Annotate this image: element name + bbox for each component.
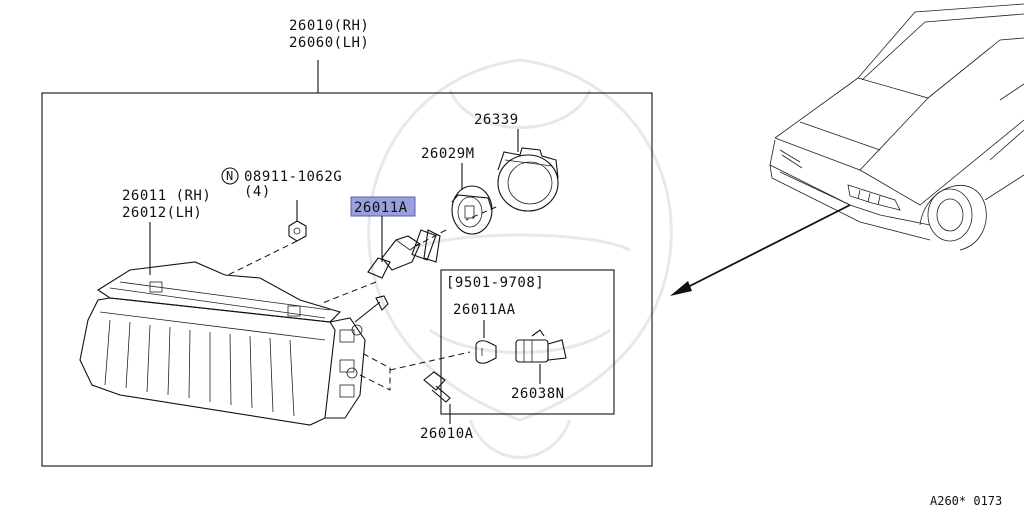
lens-ribs [104,319,295,417]
callout-assembly-rh[interactable]: 26010(RH) [289,18,369,34]
callout-assembly-lh[interactable]: 26060(LH) [289,35,369,51]
side-socket-part[interactable] [515,329,567,363]
vehicle-locator-sketch [769,3,1024,251]
headlamp-assembly[interactable] [79,261,366,426]
nut-callout[interactable]: N 08911-1062G (4) [221,167,342,200]
callout-nut[interactable]: 08911-1062G [244,169,342,185]
callout-side-socket[interactable]: 26038N [511,386,565,402]
selected-callout-highlight [350,196,416,217]
callout-socket-cap[interactable]: 26029M [421,146,475,162]
callout-inset-range: [9501-9708] [446,275,544,291]
callout-headlamp-lh[interactable]: 26012(LH) [122,205,202,221]
callout-headlamp-rh[interactable]: 26011 (RH) [122,188,211,204]
inset-box [440,269,615,415]
watermark-emblem [367,58,673,459]
callout-bolt[interactable]: 26010A [420,426,474,442]
main-frame [41,92,653,467]
callout-nut-qty: (4) [244,184,271,200]
callout-dust-cover[interactable]: 26339 [474,112,519,128]
callout-side-bulb[interactable]: 26011AA [453,302,516,318]
diagram-code: A260* 0173 [930,494,1002,508]
n-symbol-icon [221,167,239,185]
mounting-stud[interactable] [354,295,389,323]
nut-prefix: N [226,169,233,183]
headlamp-bulb-part[interactable] [367,229,441,279]
side-bulb-part[interactable] [475,340,497,364]
dust-cover-part[interactable] [497,147,559,212]
nut-part[interactable] [288,220,307,242]
location-arrow [670,204,851,296]
callout-bulb-selected[interactable]: 26011A [354,200,408,216]
socket-cap-part[interactable] [451,185,493,235]
bolt-part[interactable] [423,371,451,403]
